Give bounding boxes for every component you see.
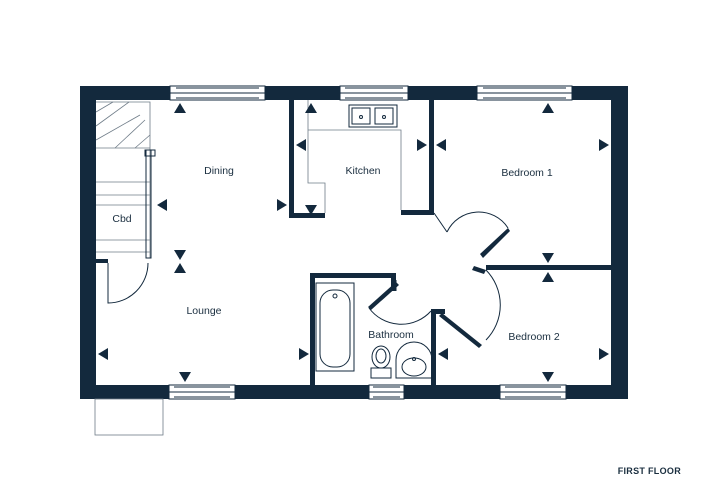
arrow-dining-left bbox=[157, 199, 167, 211]
windows bbox=[168, 85, 573, 400]
window-bedroom2 bbox=[499, 384, 567, 400]
basin bbox=[395, 341, 433, 379]
dimension-markers bbox=[98, 103, 609, 382]
arrow-lounge-bottom bbox=[179, 372, 191, 382]
window-bathroom bbox=[368, 384, 405, 400]
arrow-bed2-right bbox=[599, 348, 609, 360]
toilet bbox=[370, 345, 392, 379]
room-labels: Dining Kitchen Bedroom 1 Cbd Lounge Bath… bbox=[112, 165, 559, 343]
room-label-lounge: Lounge bbox=[186, 305, 221, 317]
arrow-kitchen-left bbox=[296, 139, 306, 151]
outdoor-platform bbox=[94, 398, 164, 436]
room-label-cbd: Cbd bbox=[112, 213, 131, 225]
cupboard-door bbox=[107, 262, 149, 304]
arrow-lounge-right bbox=[299, 348, 309, 360]
room-label-bedroom1: Bedroom 1 bbox=[501, 167, 553, 179]
window-bedroom1 bbox=[476, 85, 573, 101]
bath bbox=[315, 282, 355, 372]
room-label-dining: Dining bbox=[204, 165, 234, 177]
arrow-bed1-right bbox=[599, 139, 609, 151]
arrow-dining-right bbox=[277, 199, 287, 211]
arrow-dining-top bbox=[174, 103, 186, 113]
arrow-bed1-bottom bbox=[542, 253, 554, 263]
room-label-bathroom: Bathroom bbox=[368, 329, 414, 341]
window-lounge bbox=[168, 384, 236, 400]
interior-walls bbox=[96, 100, 611, 385]
arrow-kitchen-right bbox=[417, 139, 427, 151]
arrow-bed2-top bbox=[542, 272, 554, 282]
arrow-bed2-bottom bbox=[542, 372, 554, 382]
window-kitchen bbox=[339, 85, 409, 101]
floor-label: FIRST FLOOR bbox=[617, 466, 681, 476]
arrow-kitchen-bottom bbox=[305, 205, 317, 215]
arrow-bed1-top bbox=[542, 103, 554, 113]
room-label-bedroom2: Bedroom 2 bbox=[508, 331, 560, 343]
arrow-bed2-left bbox=[438, 348, 448, 360]
arrow-dining-bottom bbox=[174, 250, 186, 260]
kitchen-counter bbox=[307, 100, 402, 213]
room-label-kitchen: Kitchen bbox=[345, 165, 380, 177]
arrow-lounge-left bbox=[98, 348, 108, 360]
door-swings bbox=[368, 211, 510, 348]
window-dining bbox=[169, 85, 266, 101]
arrow-kitchen-top bbox=[305, 103, 317, 113]
arrow-lounge-top bbox=[174, 263, 186, 273]
arrow-bed1-left bbox=[436, 139, 446, 151]
staircase bbox=[95, 101, 156, 259]
